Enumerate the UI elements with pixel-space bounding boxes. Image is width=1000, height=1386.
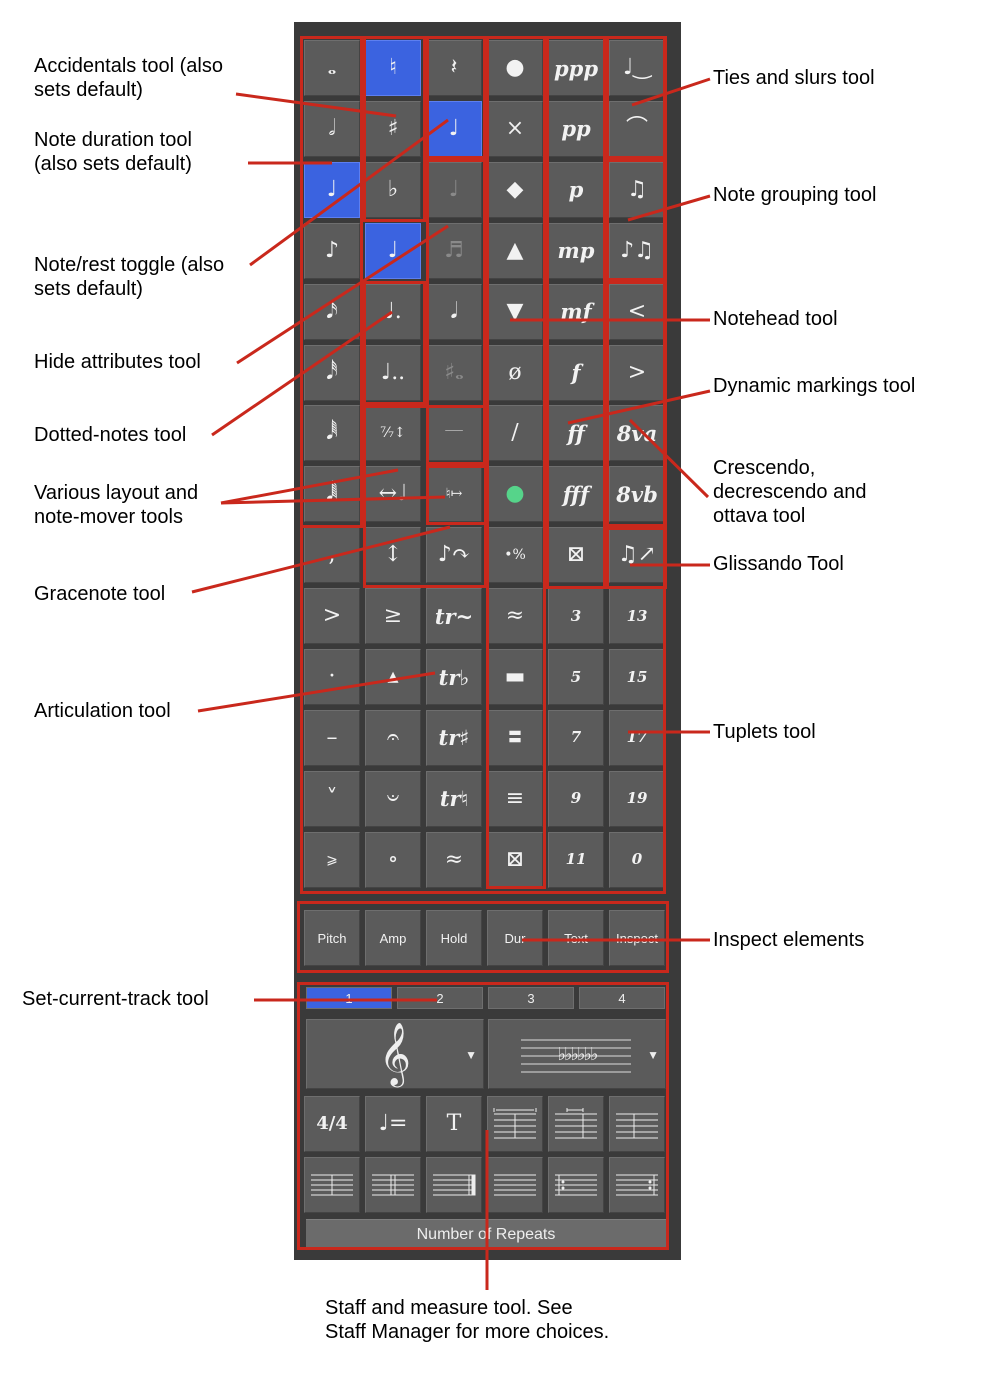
accent-staccato-icon[interactable]: ⩾ <box>304 831 360 888</box>
notehead-diamond-icon[interactable]: ◆ <box>487 161 543 218</box>
label-grouping: Note grouping tool <box>713 184 877 206</box>
whole-note-icon[interactable]: 𝅝 <box>304 40 360 96</box>
barline-repeat-end-icon[interactable] <box>609 1157 665 1213</box>
label-inspect: Inspect elements <box>713 929 865 951</box>
barline-final-icon[interactable] <box>426 1157 482 1213</box>
label-accidentals: Accidentals tool (also sets default) <box>34 55 223 101</box>
tuplet-7[interactable]: 7 <box>548 709 604 766</box>
chevron-down-icon: ▼ <box>647 1048 659 1062</box>
label-toggle: Note/rest toggle (also sets default) <box>34 254 225 300</box>
flat-key-icon: ♭♭♭♭♭♭ <box>557 1043 599 1065</box>
label-duration: Note duration tool (also sets default) <box>34 129 192 175</box>
treble-clef-icon: 𝄞 <box>379 1022 411 1085</box>
inspect-dur-button[interactable]: Dur <box>487 910 543 966</box>
leader-layout2 <box>220 495 446 505</box>
barline-none-icon-glyph <box>494 1174 536 1196</box>
leader-accidentals <box>235 92 397 118</box>
label-dotted: Dotted-notes tool <box>34 424 187 446</box>
flat-icon[interactable]: ♭ <box>365 161 421 218</box>
inspect-inspect-button[interactable]: Inspect <box>609 910 665 966</box>
tremolo-1-icon[interactable]: ▬ <box>487 649 543 705</box>
barline-single-icon-glyph <box>311 1174 353 1196</box>
tenuto-icon[interactable]: – <box>304 709 360 766</box>
leader-grouping <box>627 194 711 222</box>
inspect-text-button[interactable]: Text <box>548 910 604 966</box>
label-staff: Staff and measure tool. See Staff Manage… <box>325 1297 610 1343</box>
leader-layout <box>220 468 399 505</box>
inspect-hold-button[interactable]: Hold <box>426 910 482 966</box>
barline-final-icon-glyph <box>433 1174 476 1196</box>
track-3-button[interactable]: 3 <box>488 987 574 1009</box>
measure-width-icon[interactable] <box>487 1096 543 1152</box>
label-grace: Gracenote tool <box>34 583 166 605</box>
inspect-button-label: Hold <box>440 930 468 946</box>
chevron-down-icon: ▼ <box>465 1048 477 1062</box>
clef-selector[interactable]: 𝄞 ▼ <box>306 1019 484 1089</box>
label-dynamics: Dynamic markings tool <box>713 375 916 397</box>
barline-repeat-end-icon-glyph <box>616 1174 658 1196</box>
tuplet-0[interactable]: 0 <box>609 831 665 888</box>
harmonic-icon[interactable]: ∘ <box>365 831 421 888</box>
sixteenth-note-icon[interactable]: 𝅘𝅥𝅯 <box>304 283 360 340</box>
leader-toggle <box>249 118 449 267</box>
layout-flip-icon[interactable]: ⁷⁄₇↕ <box>365 405 421 462</box>
barline-single-icon[interactable] <box>304 1157 360 1213</box>
label-ties: Ties and slurs tool <box>713 67 875 89</box>
inspect-button-label: Amp <box>379 930 407 946</box>
label-articulation: Articulation tool <box>34 700 171 722</box>
barline-double-icon[interactable] <box>365 1157 421 1213</box>
tuplet-9[interactable]: 9 <box>548 770 604 827</box>
leader-articulation <box>197 671 436 713</box>
barline-repeat-start-icon[interactable] <box>548 1157 604 1213</box>
trill-sharp-icon[interactable]: tr♯ <box>426 709 482 766</box>
leader-crescendo <box>628 418 710 499</box>
label-hide: Hide attributes tool <box>34 351 201 373</box>
inspect-amp-button[interactable]: Amp <box>365 910 421 966</box>
measure-narrow-icon-glyph <box>555 1108 597 1139</box>
track-1-button[interactable]: 1 <box>306 987 392 1009</box>
inspect-button-label: Inspect <box>616 930 658 946</box>
staff-lines-icon <box>521 1039 631 1073</box>
label-glissando: Glissando Tool <box>713 553 844 575</box>
leader-hide <box>236 224 449 365</box>
key-signature-selector[interactable]: ♭♭♭♭♭♭ ▼ <box>488 1019 666 1089</box>
notehead-slash-circle-icon[interactable]: ø <box>487 344 543 401</box>
inspect-button-label: Text <box>564 930 588 946</box>
staff-join-icon-glyph <box>616 1113 658 1139</box>
track-4-button[interactable]: 4 <box>579 987 665 1009</box>
notehead-triangle-icon[interactable]: ▲ <box>487 222 543 279</box>
track-2-button[interactable]: 2 <box>397 987 483 1009</box>
leader-ties <box>631 77 711 107</box>
inspect-button-label: Dur <box>504 930 526 946</box>
label-notehead: Notehead tool <box>713 308 838 330</box>
dynamic-f[interactable]: f <box>548 344 604 401</box>
inspect-pitch-button[interactable]: Pitch <box>304 910 360 966</box>
marcato-icon[interactable]: ≥ <box>365 588 421 645</box>
leader-grace <box>191 525 451 594</box>
label-layout: Various layout and note-mover tools <box>34 482 199 528</box>
inspect-button-label: Pitch <box>317 930 347 946</box>
leader-dotted <box>211 310 393 437</box>
leader-dynamics <box>567 389 711 425</box>
label-crescendo: Crescendo, decrescendo and ottava tool <box>713 457 867 527</box>
measure-narrow-icon[interactable] <box>548 1096 604 1152</box>
barline-double-icon-glyph <box>372 1174 414 1196</box>
label-track: Set-current-track tool <box>22 988 209 1010</box>
staff-join-icon[interactable] <box>609 1096 665 1152</box>
label-tuplets: Tuplets tool <box>713 721 816 743</box>
measure-width-icon-glyph <box>493 1108 537 1139</box>
barline-repeat-start-icon-glyph <box>555 1174 597 1196</box>
